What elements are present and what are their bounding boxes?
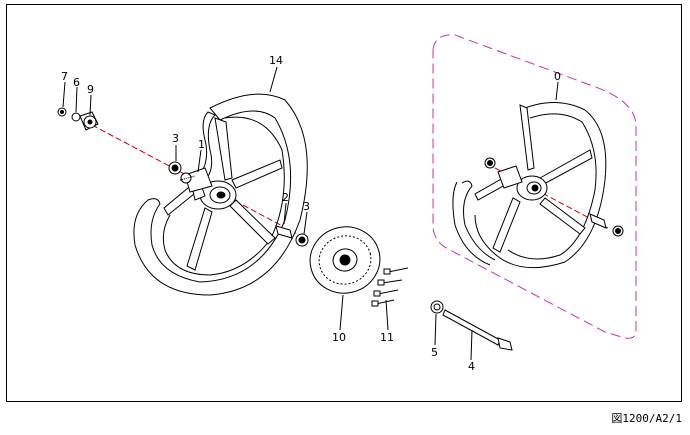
leader-lines [62, 66, 559, 361]
callout-0: 0 [554, 70, 561, 83]
bearing-left [168, 161, 182, 175]
callout-2: 2 [282, 191, 289, 204]
page-code: 図1200/A2/1 [611, 412, 682, 425]
callout-10: 10 [332, 331, 346, 344]
callout-4: 4 [468, 360, 475, 373]
callout-3-left: 3 [172, 132, 179, 145]
callout-6: 6 [73, 76, 80, 89]
brake-disc [309, 226, 381, 294]
callout-14: 14 [269, 54, 283, 67]
axle-nut-group [57, 107, 99, 131]
callout-7: 7 [61, 70, 68, 83]
axle-shaft [442, 309, 513, 351]
assembled-wheel [452, 102, 624, 269]
diagram-frame [6, 4, 682, 402]
callout-11: 11 [380, 331, 394, 344]
bearing-right [295, 233, 309, 247]
callout-1: 1 [198, 138, 205, 151]
callout-5: 5 [431, 346, 438, 359]
assembly-outline [432, 34, 637, 339]
axle-collar [430, 300, 444, 314]
spacer [275, 225, 293, 239]
wheel-spokes [163, 117, 283, 271]
callout-9: 9 [87, 83, 94, 96]
disc-bolts [371, 267, 409, 307]
callout-3-right: 3 [303, 200, 310, 213]
